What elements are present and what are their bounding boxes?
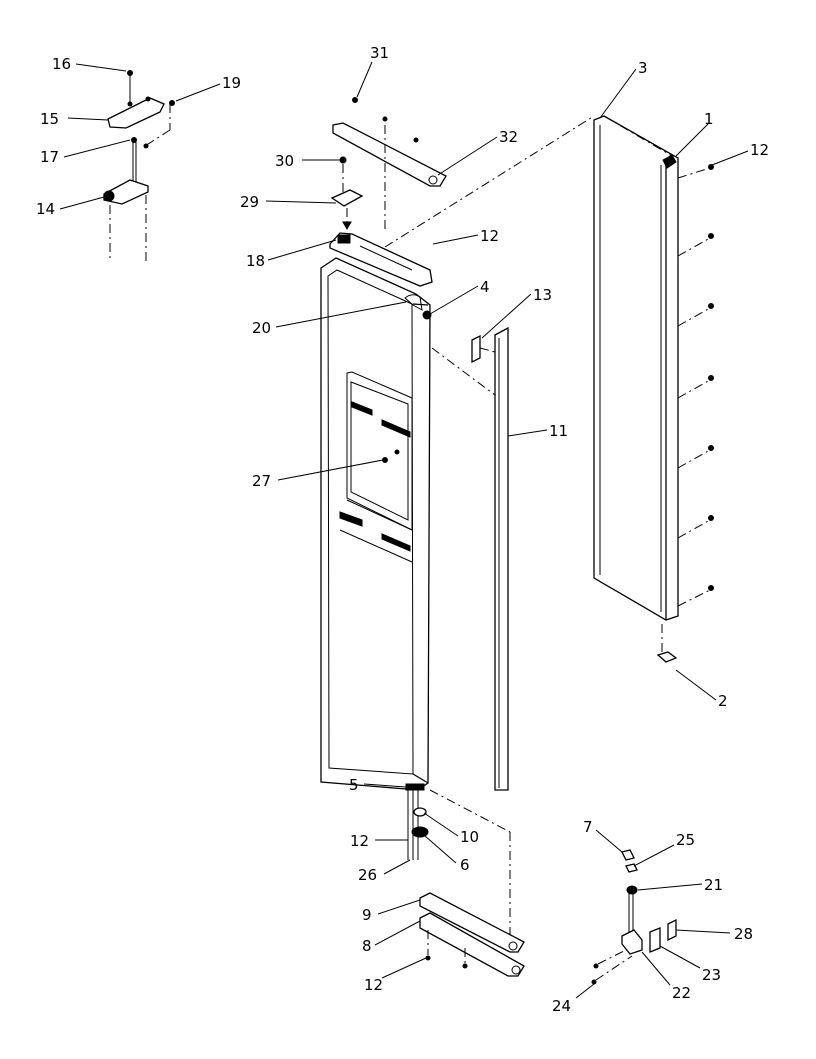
leader-lines <box>59 61 749 999</box>
callout-17: 17 <box>40 148 59 166</box>
callout-27: 27 <box>252 472 271 490</box>
callout-2: 2 <box>718 692 728 710</box>
top-cap-assembly <box>329 97 447 287</box>
callout-14: 14 <box>36 200 55 218</box>
gasket-strip <box>431 326 509 791</box>
callout-6: 6 <box>460 856 470 874</box>
callout-13: 13 <box>533 286 552 304</box>
callout-12-bottom: 12 <box>364 976 383 994</box>
callout-12-top: 12 <box>480 227 499 245</box>
callout-20: 20 <box>252 319 271 337</box>
callout-11: 11 <box>549 422 568 440</box>
callout-18: 18 <box>246 252 265 270</box>
callout-21: 21 <box>704 876 723 894</box>
bottom-brackets <box>419 892 525 977</box>
callout-31: 31 <box>370 44 389 62</box>
upper-hinge-assembly <box>103 70 175 262</box>
outer-door-skin <box>384 115 714 663</box>
callout-7: 7 <box>583 818 593 836</box>
callout-32: 32 <box>499 128 518 146</box>
callout-12-hinge: 12 <box>350 832 369 850</box>
callout-23: 23 <box>702 966 721 984</box>
callout-1: 1 <box>704 110 714 128</box>
callout-19: 19 <box>222 74 241 92</box>
lower-right-hinge <box>591 849 677 985</box>
callout-24: 24 <box>552 997 571 1015</box>
callout-25: 25 <box>676 831 695 849</box>
callout-26: 26 <box>358 866 377 884</box>
callout-labels: 16 15 19 17 14 31 32 30 29 18 12 20 4 27… <box>36 44 769 1015</box>
callout-16: 16 <box>52 55 71 73</box>
door-panel <box>320 257 432 791</box>
callout-9: 9 <box>362 906 372 924</box>
lower-hinge-parts <box>405 783 511 946</box>
callout-5: 5 <box>349 776 359 794</box>
callout-30: 30 <box>275 152 294 170</box>
callout-22: 22 <box>672 984 691 1002</box>
callout-15: 15 <box>40 110 59 128</box>
callout-12-right: 12 <box>750 141 769 159</box>
callout-29: 29 <box>240 193 259 211</box>
callout-10: 10 <box>460 828 479 846</box>
callout-8: 8 <box>362 937 372 955</box>
callout-4: 4 <box>480 278 490 296</box>
callout-3: 3 <box>638 59 648 77</box>
callout-28: 28 <box>734 925 753 943</box>
